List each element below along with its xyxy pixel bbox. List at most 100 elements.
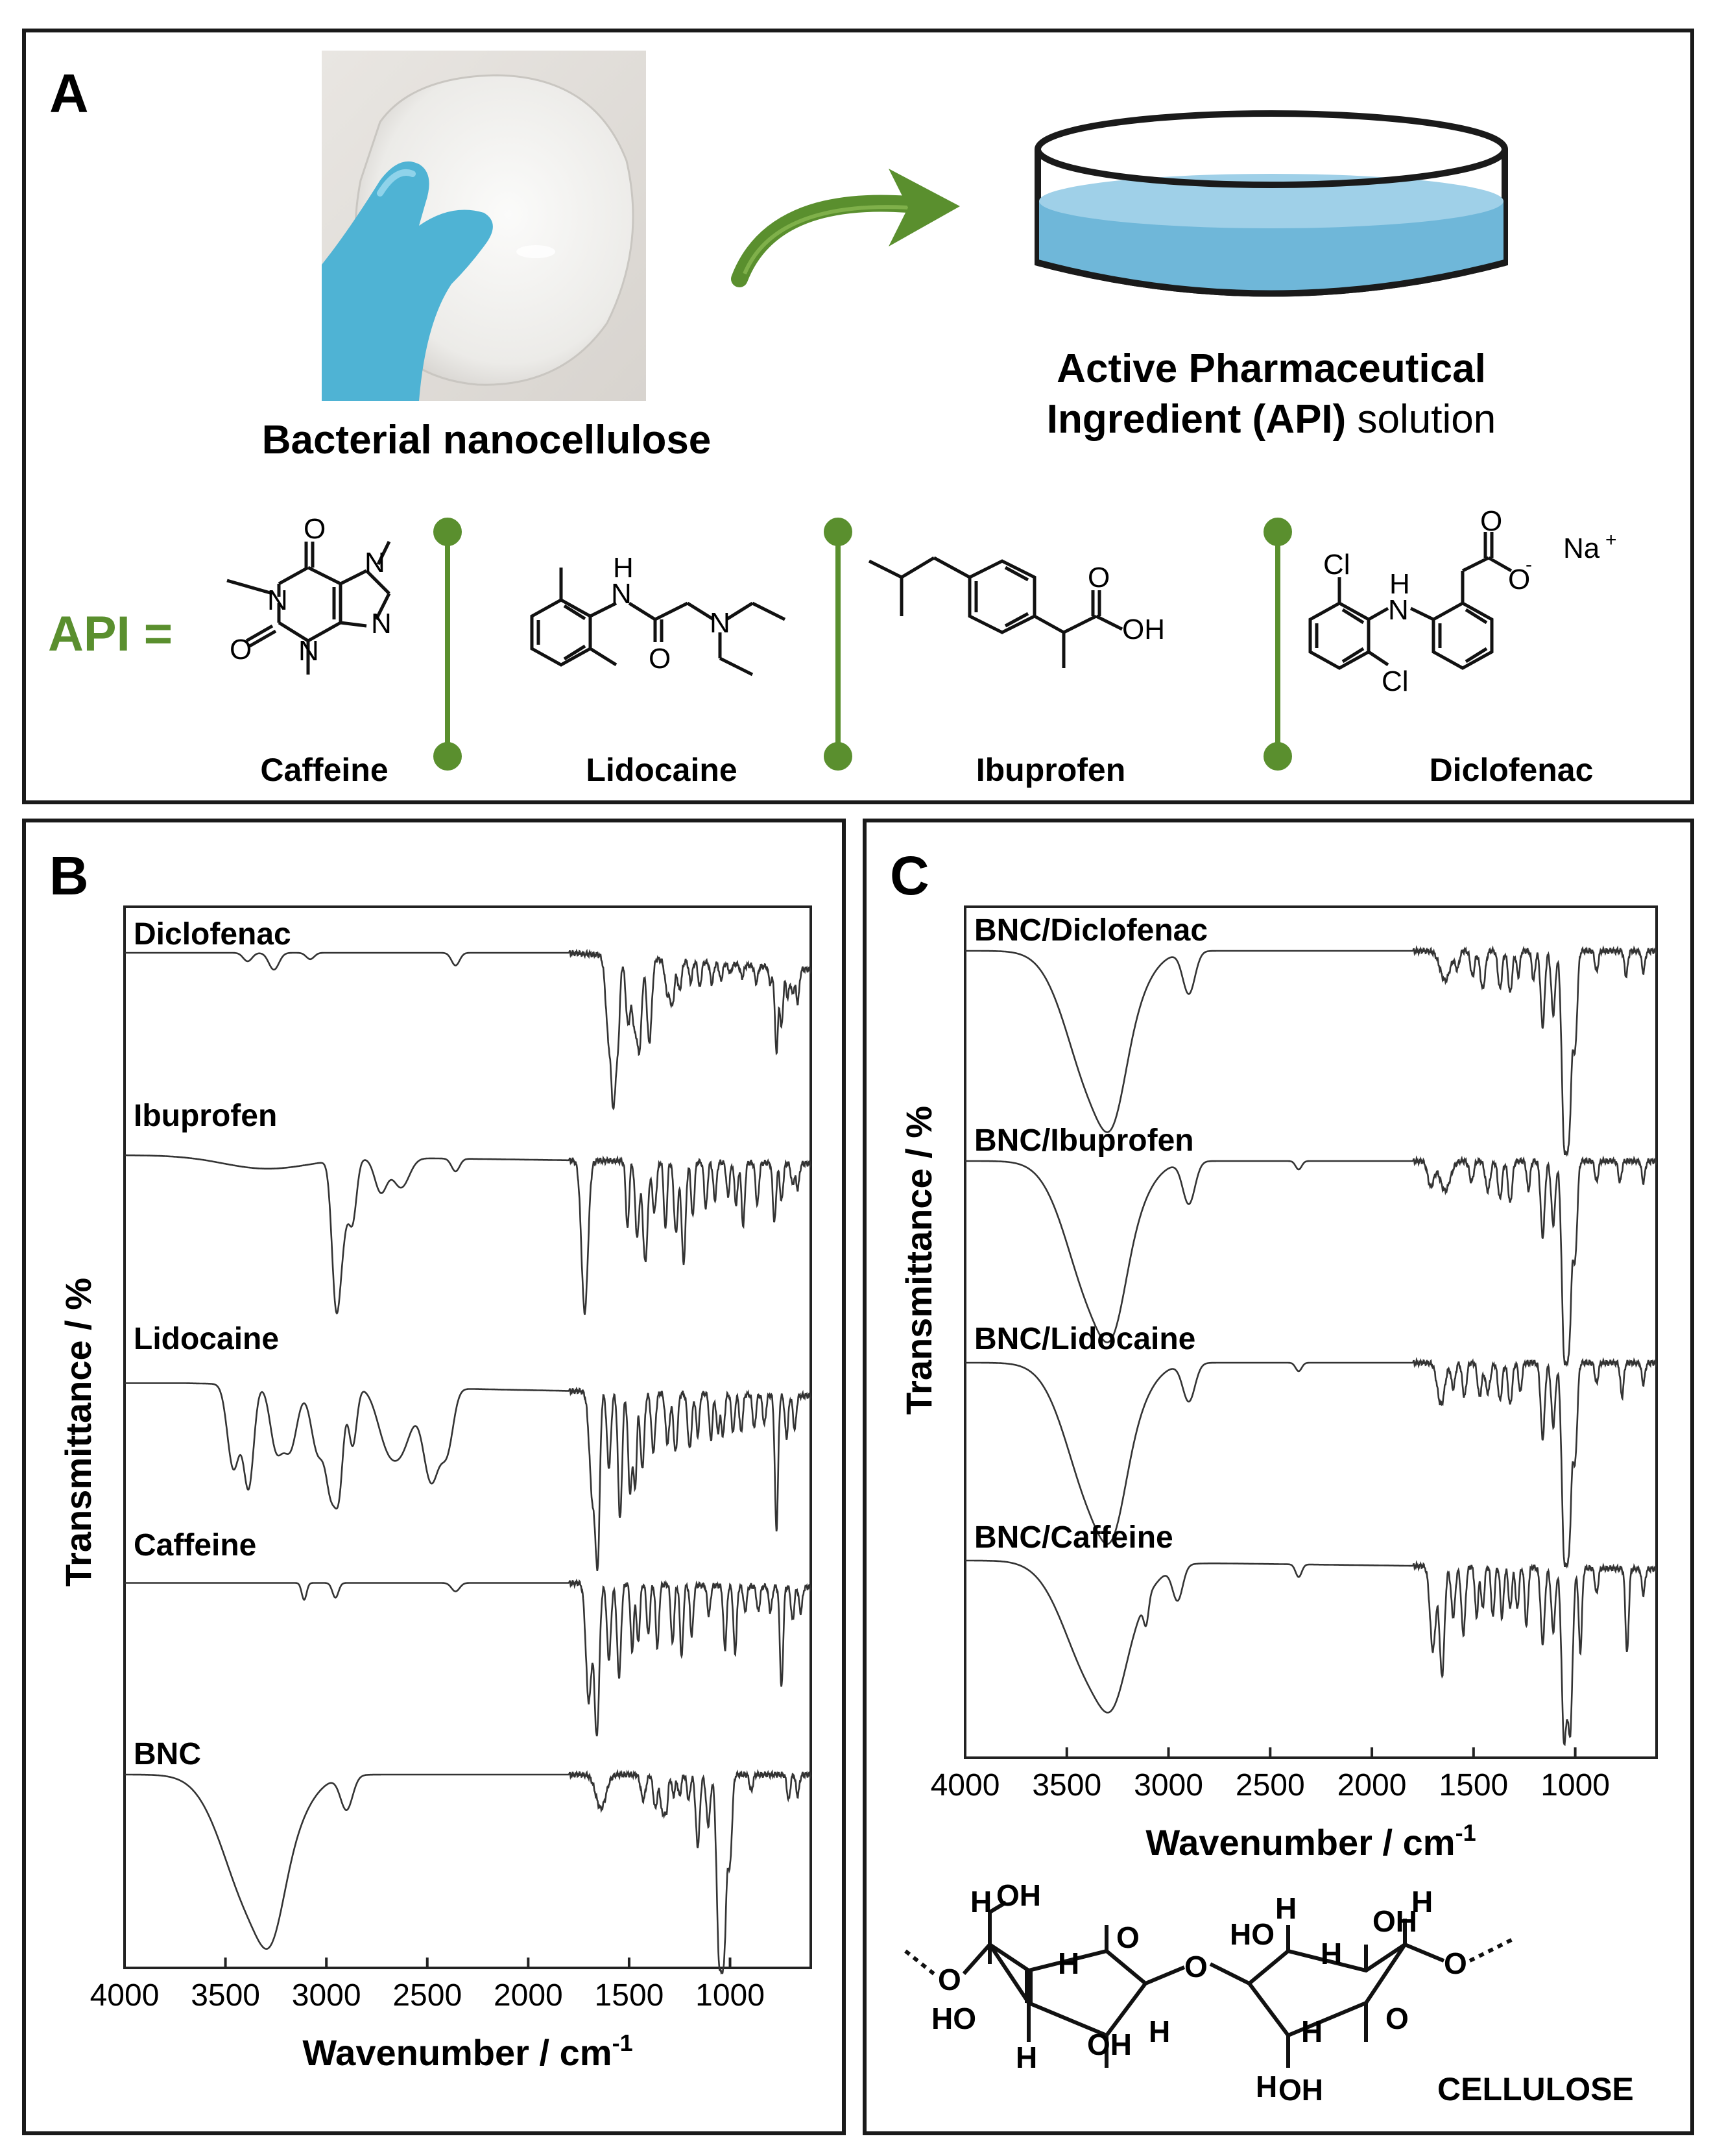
lidocaine-n1: N <box>611 578 632 610</box>
petri-dish-icon <box>1035 110 1508 297</box>
panel-b-letter: B <box>49 845 89 906</box>
cellulose-label: CELLULOSE <box>1437 2071 1634 2107</box>
cellulose-o-ring1: O <box>1116 1921 1140 1954</box>
glove-icon <box>322 161 493 401</box>
cellulose-oh4: OH <box>1278 2073 1323 2107</box>
lidocaine-h: H <box>613 552 634 584</box>
lidocaine-o: O <box>649 643 671 675</box>
cellulose-oh3: OH <box>1372 1904 1417 1938</box>
cellulose-o-ring2: O <box>1385 2002 1409 2035</box>
series-line-diclofenac <box>125 948 812 1110</box>
cellulose-h5: H <box>1275 1891 1297 1925</box>
x-tick-label: 2500 <box>392 1978 462 2013</box>
caffeine-o1: O <box>304 513 326 545</box>
diclofenac-minus: - <box>1526 554 1532 575</box>
ibuprofen-structure: O OH <box>868 556 1165 668</box>
cellulose-h3: H <box>1058 1946 1079 1980</box>
y-axis-label: Transmittance / % <box>898 1106 939 1415</box>
series-label-bnc-caffeine: BNC/Caffeine <box>974 1520 1173 1555</box>
drug-caffeine: Caffeine <box>260 752 389 788</box>
lidocaine-n2: N <box>710 607 730 639</box>
cellulose-h1: H <box>970 1885 992 1919</box>
cellulose-o-left: O <box>938 1963 961 1996</box>
solution-caption-line2-light: solution <box>1346 396 1496 442</box>
x-tick-label: 4000 <box>931 1768 1000 1803</box>
api-equals-label: API = <box>48 606 173 662</box>
diclofenac-plus: + <box>1605 529 1617 551</box>
cellulose-structure: O H OH HO H H O OH H O HO H H OH H O H H… <box>904 1878 1634 2107</box>
series-label-caffeine: Caffeine <box>134 1528 256 1563</box>
cellulose-oh1: OH <box>996 1878 1041 1912</box>
series-line-bnc-lidocaine <box>965 1357 1658 1569</box>
x-tick-label: 1000 <box>1540 1768 1610 1803</box>
cellulose-h8: H <box>1301 2015 1323 2048</box>
solution-caption-line1: Active Pharmaceutical <box>1057 346 1486 391</box>
x-tick-label: 2000 <box>494 1978 563 2013</box>
diclofenac-n: N <box>1388 594 1409 626</box>
drug-diclofenac: Diclofenac <box>1429 752 1594 788</box>
diclofenac-o2: O <box>1508 564 1530 595</box>
diclofenac-na: Na <box>1563 533 1600 564</box>
panel-a-letter: A <box>49 63 89 124</box>
x-tick-label: 1500 <box>1439 1768 1508 1803</box>
cellulose-o-bridge: O <box>1184 1950 1208 1983</box>
plot-frame <box>964 905 1658 1759</box>
series-label-bnc-diclofenac: BNC/Diclofenac <box>974 913 1208 948</box>
process-arrow-icon <box>731 169 960 287</box>
cellulose-h2: H <box>1016 2041 1037 2074</box>
cellulose-h6: H <box>1321 1937 1342 1970</box>
series-line-bnc <box>125 1769 812 1975</box>
caffeine-n7: N <box>365 547 385 579</box>
cellulose-h4: H <box>1149 2015 1170 2048</box>
series-label-lidocaine: Lidocaine <box>134 1322 279 1356</box>
solution-caption: Active Pharmaceutical Ingredient (API) s… <box>986 344 1557 444</box>
ibuprofen-oh: OH <box>1122 614 1165 645</box>
x-axis-label: Wavenumber / cm-1 <box>1145 1819 1476 1863</box>
lidocaine-structure: N H O N <box>530 552 786 677</box>
caffeine-n9: N <box>371 608 392 640</box>
series-label-ibuprofen: Ibuprofen <box>134 1099 277 1133</box>
panel-c-letter: C <box>890 845 929 906</box>
caffeine-n3: N <box>298 635 319 667</box>
caffeine-o2: O <box>230 634 252 665</box>
series-line-ibuprofen <box>125 1154 812 1315</box>
diclofenac-structure: Cl N H Cl O O - Na + <box>1308 506 1617 697</box>
drug-ibuprofen: Ibuprofen <box>976 752 1126 788</box>
x-tick-label: 3000 <box>1134 1768 1203 1803</box>
x-tick-label: 3000 <box>292 1978 361 2013</box>
series-line-bnc-ibuprofen <box>965 1155 1658 1367</box>
x-tick-label: 4000 <box>90 1978 160 2013</box>
x-tick-label: 1500 <box>595 1978 664 2013</box>
series-line-caffeine <box>125 1578 812 1736</box>
bnc-caption: Bacterial nanocellulose <box>261 418 712 462</box>
x-axis-label: Wavenumber / cm-1 <box>302 2030 632 2073</box>
bnc-photo <box>322 51 646 401</box>
series-line-bnc-diclofenac <box>965 945 1658 1157</box>
cellulose-ho1: HO <box>931 2002 976 2035</box>
series-label-bnc-lidocaine: BNC/Lidocaine <box>974 1322 1195 1356</box>
drug-lidocaine: Lidocaine <box>586 752 737 788</box>
series-label-bnc-ibuprofen: BNC/Ibuprofen <box>974 1123 1194 1158</box>
x-tick-label: 3500 <box>191 1978 260 2013</box>
cellulose-h7: H <box>1411 1885 1433 1919</box>
x-tick-label: 1000 <box>695 1978 765 2013</box>
plot-frame <box>123 905 812 1969</box>
diclofenac-o1: O <box>1480 506 1502 537</box>
cellulose-oh2: OH <box>1087 2028 1132 2061</box>
diclofenac-h: H <box>1389 568 1410 600</box>
x-tick-label: 2000 <box>1337 1768 1407 1803</box>
cellulose-o-right: O <box>1444 1946 1467 1980</box>
series-label-bnc: BNC <box>134 1737 201 1771</box>
cellulose-h9: H <box>1256 2070 1277 2103</box>
y-axis-label: Transmittance / % <box>58 1278 99 1587</box>
cellulose-ho2: HO <box>1230 1917 1275 1951</box>
caffeine-n1: N <box>267 584 288 616</box>
caffeine-structure: O N O N N N <box>226 513 392 675</box>
diclofenac-cl2: Cl <box>1382 665 1409 697</box>
solution-caption-line2: Ingredient (API) <box>1046 396 1347 442</box>
